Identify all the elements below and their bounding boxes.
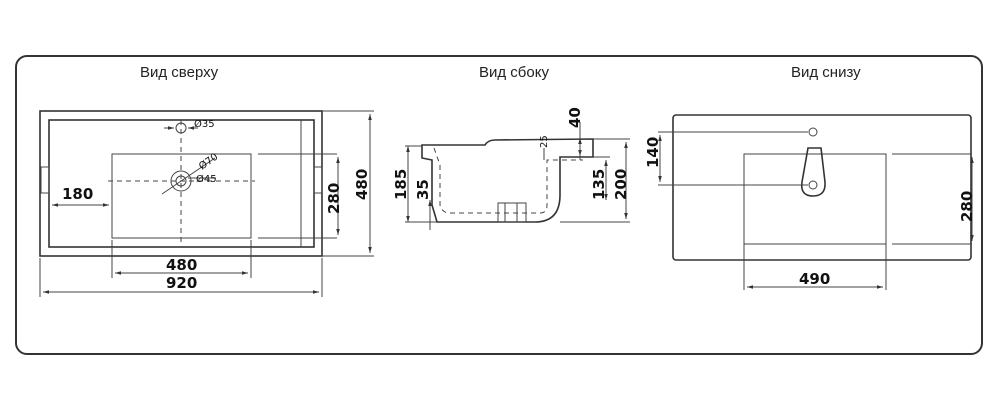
sink-underside-outline (672, 114, 972, 261)
left-offset-label: 180 (62, 185, 93, 203)
drain-outer-circle (170, 170, 192, 192)
sink-profile (421, 138, 594, 223)
bowl-depth-label: 280 (325, 183, 343, 214)
side-view: 185 35 25 40 135 200 (392, 107, 630, 230)
inner-height-label: 135 (590, 169, 608, 200)
drain-hole-underside-icon (808, 180, 818, 190)
total-height-label: 200 (612, 169, 630, 200)
bottom-bowl-width-label: 490 (799, 270, 830, 288)
drain-fitting (497, 202, 527, 223)
top-view: Ø35 Ø70 Ø45 180 480 920 280 480 (39, 110, 374, 297)
overall-width-label: 920 (166, 274, 197, 292)
right-notch (313, 166, 323, 194)
side-height-label: 185 (392, 169, 410, 200)
drain-inner-circle (175, 175, 187, 187)
bottom-view: 140 280 490 (644, 114, 976, 290)
drain-inner-label: Ø45 (196, 173, 217, 185)
top-view-title: Вид сверху (140, 64, 219, 81)
tap-hole-underside-icon (808, 127, 818, 137)
bottom-bowl-depth-label: 280 (958, 191, 976, 222)
rim-label: 25 (539, 135, 550, 148)
overall-depth-label: 480 (353, 169, 371, 200)
bowl-underside-outline (743, 153, 887, 245)
drain-offset-label: 140 (644, 137, 662, 168)
bottom-view-title: Вид снизу (791, 64, 861, 81)
tap-hole-label: Ø35 (194, 118, 215, 130)
drain-pipe-icon (800, 147, 826, 197)
rim-top-label: 40 (566, 107, 584, 128)
bowl-width-label: 480 (166, 256, 197, 274)
drawing-frame (15, 55, 983, 355)
tap-hole-icon (175, 122, 187, 134)
left-notch (40, 166, 50, 194)
side-view-title: Вид сбоку (479, 64, 549, 81)
bottom-offset-label: 35 (414, 179, 432, 200)
